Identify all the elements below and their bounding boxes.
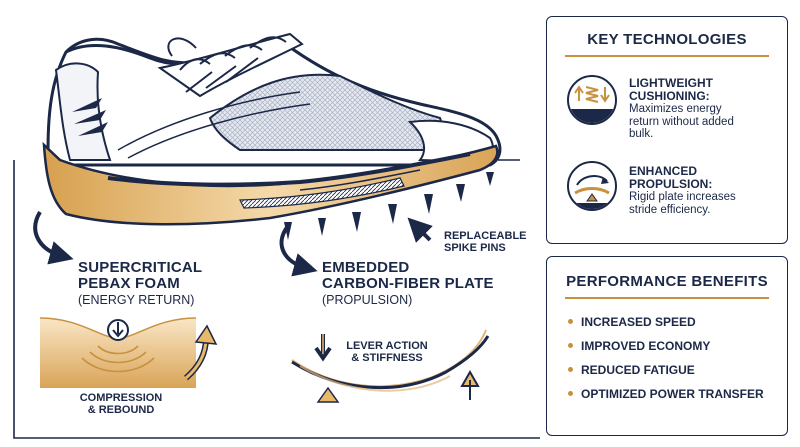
shoe-laces [167,36,287,93]
foam-callout-title: SUPERCRITICAL PEBAX FOAM [78,259,203,292]
lever-plate-icon [291,329,490,403]
foam-callout-subtitle: (ENERGY RETURN) [78,293,195,307]
shoe-illustration [13,32,540,439]
bullet-dot-icon [568,343,573,349]
performance-benefits-title: PERFORMANCE BENEFITS [566,273,768,290]
bullet-dot-icon [568,367,573,373]
spring-cushion-icon [567,75,617,125]
bullet-dot-icon [568,319,573,325]
plate-callout-subtitle: (PROPULSION) [322,293,413,307]
title-divider [565,55,769,57]
spike-pins [284,172,494,240]
benefit-item: OPTIMIZED POWER TRANSFER [568,387,764,401]
mesh-panel [208,73,443,151]
title-divider [565,297,769,299]
plate-arrow [279,224,318,277]
key-technologies-panel: KEY TECHNOLOGIES LIGHTWEIGHT CUSHIONING:… [546,16,788,244]
spike-arrow [407,217,433,243]
flex-plate-icon [567,161,617,211]
key-technologies-title: KEY TECHNOLOGIES [587,31,747,48]
diagram-frame [13,159,540,439]
benefit-item: REDUCED FATIGUE [568,363,695,377]
tech-1-heading: LIGHTWEIGHT CUSHIONING: [629,76,713,103]
tech-1-description: Maximizes energy return without added bu… [629,103,734,140]
tech-2-description: Rigid plate increases stride efficiency. [629,191,736,216]
tech-2-heading: ENHANCED PROPULSION: [629,164,713,191]
compression-foam-icon [39,317,218,388]
benefit-item: IMPROVED ECONOMY [568,339,710,353]
spike-pins-label: REPLACEABLE SPIKE PINS [444,230,527,254]
benefit-item: INCREASED SPEED [568,315,696,329]
lever-label: LEVER ACTION & STIFFNESS [346,340,428,364]
plate-callout-title: EMBEDDED CARBON-FIBER PLATE [322,259,494,292]
foam-arrow [33,210,74,265]
logo-wing-icon [72,98,108,136]
bullet-dot-icon [568,391,573,397]
performance-benefits-panel: PERFORMANCE BENEFITS [546,256,788,436]
compression-label: COMPRESSION & REBOUND [79,392,163,416]
carbon-plate-line [107,152,471,187]
